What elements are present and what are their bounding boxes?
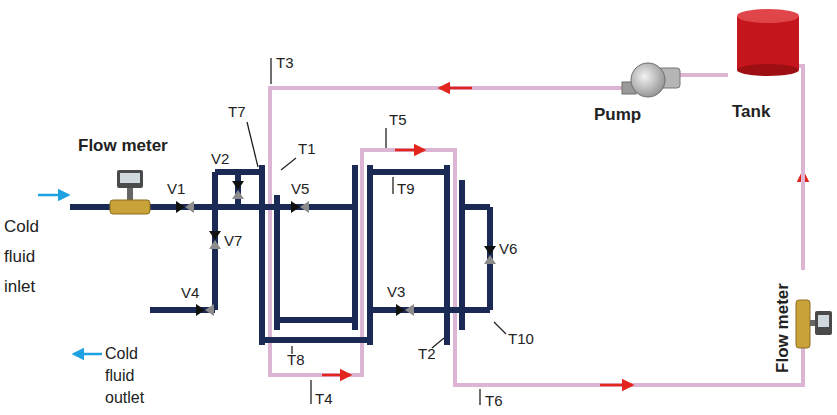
fluid-arrow [38,195,102,354]
sensor-label: T9 [397,180,415,198]
drawing-part [281,158,296,170]
hot-pipe [685,73,728,77]
drawing-part [322,374,350,377]
tank-icon [737,9,799,76]
valve-label: V4 [181,284,199,302]
drawing-part [262,337,370,343]
pump: Pump [590,55,685,127]
valve-label: V5 [291,180,309,198]
valve-label: V3 [387,283,405,301]
fluid-label: Cold fluid inlet [4,212,56,302]
hot-pipe [801,124,805,270]
drawing-part [796,300,810,348]
drawing-part [277,317,355,323]
node-label: Pump [594,105,681,125]
drawing-part [74,353,102,356]
drawing-part [352,165,358,330]
valve-symbol [209,231,221,249]
sensor-label: T2 [418,345,436,363]
drawing-part [38,194,68,197]
flow-meter-icon [796,300,832,348]
drawing-part [479,389,480,405]
sensor-tick [247,58,506,405]
sensor-label: T5 [389,111,407,129]
drawing-part [120,173,140,183]
hot-pipe [799,66,803,124]
valve-symbol [232,181,244,199]
sensor-label: T4 [315,390,333,408]
drawing-part [370,307,490,313]
drawing-part [494,322,506,334]
drawing-part [259,165,265,345]
drawing-part [395,149,424,152]
valve-symbol [176,201,194,213]
pump-icon [622,63,680,97]
drawing-part [444,165,450,345]
drawing-part [600,384,632,387]
drawing-part [274,195,280,330]
node-label: Flow meter [773,283,793,373]
valve-symbol [484,246,496,264]
drawing-part [462,204,490,210]
flow-meter: Flow meter [78,136,182,160]
flow-arrow [322,88,803,385]
flow-meter-icon [110,170,150,214]
valve-label: V2 [211,150,229,168]
drawing-part [631,63,665,97]
sensor-label: T7 [228,103,246,121]
drawing-part [110,200,150,214]
valve-symbol [396,304,414,316]
sensor-label: T1 [298,140,316,158]
node-label: Tank [732,102,806,122]
sensor-label: T10 [508,330,534,348]
valve-label: V6 [499,240,517,258]
flow-meter: Flow meter [765,270,835,385]
valve-label: V1 [167,180,185,198]
drawing-part [247,122,258,167]
drawing-part [385,128,386,148]
drawing-part [392,177,393,194]
drawing-part [270,58,271,84]
drawing-part [367,165,373,345]
drawing-part [127,186,133,200]
drawing-part [737,16,799,70]
sensor-label: T3 [276,54,294,72]
drawing-part [310,380,311,404]
node-label: Flow meter [78,136,182,156]
drawing-part [818,315,829,327]
fluid-label: Cold fluid outlet [105,343,161,409]
sensor-label: T6 [485,392,503,410]
sensor-label: T8 [287,351,305,369]
valve-label: V7 [224,232,242,250]
drawing-part [117,170,143,188]
valve-symbol [196,304,214,316]
tank: Tank [728,6,810,124]
drawing-part [215,204,355,210]
cold-pipes [70,165,490,345]
drawing-part [370,169,447,175]
drawing-part [737,64,799,76]
valve-symbol [291,201,309,213]
drawing-part [815,311,832,335]
drawing-part [440,87,472,90]
drawing-part [737,9,799,23]
